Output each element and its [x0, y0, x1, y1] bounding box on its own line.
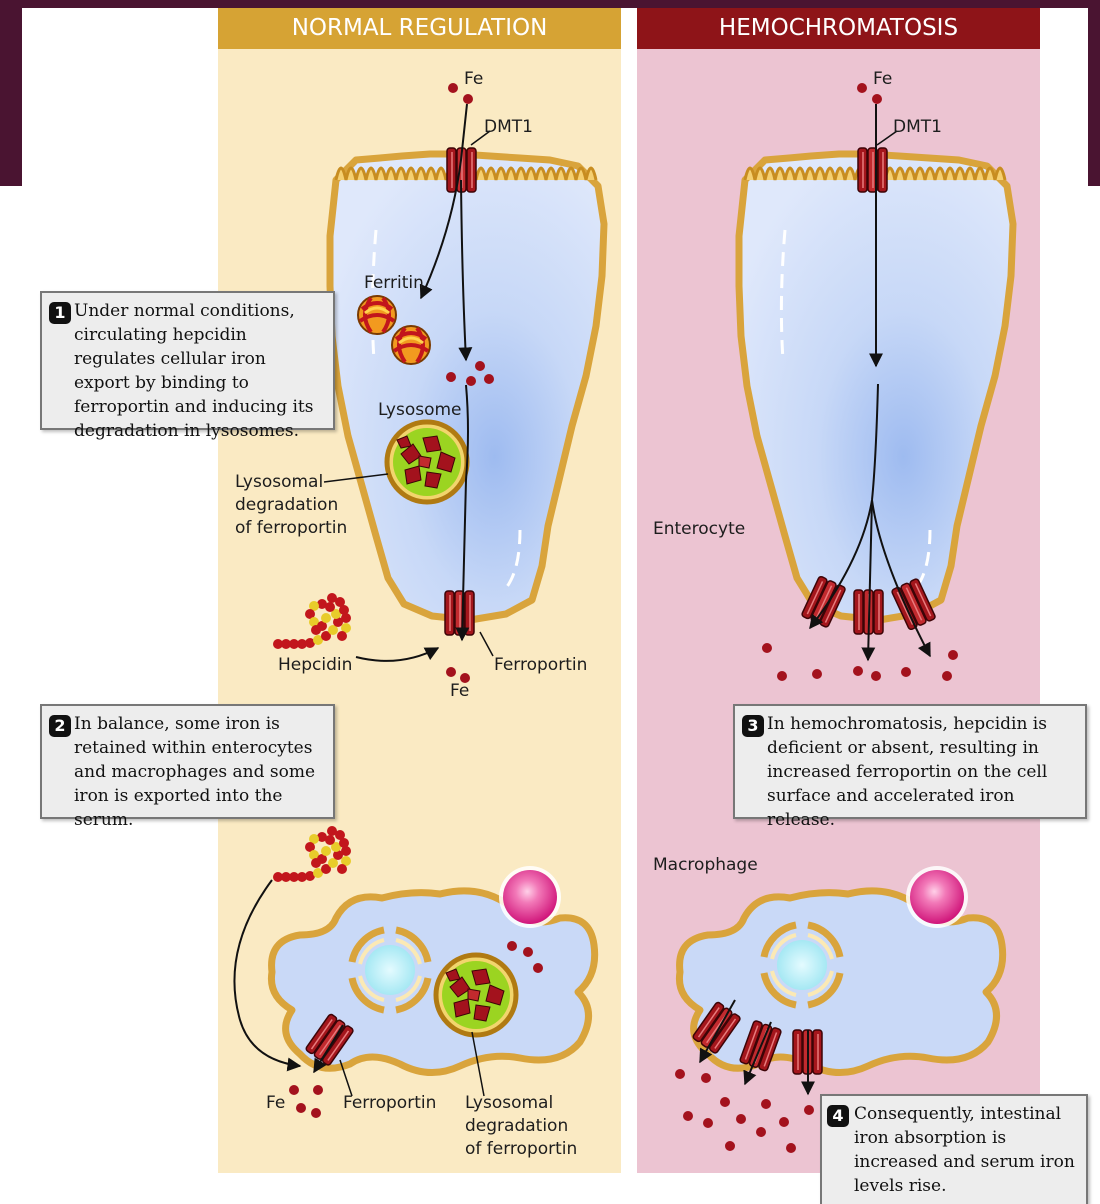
ferroportin-channel-enterocyte	[445, 591, 474, 635]
lysosomal-degradation-label-enterocyte: Lysosomal degradation of ferroportin	[235, 471, 347, 540]
ferroportin-label-macrophage: Ferroportin	[343, 1092, 436, 1115]
fe-dot-icon	[804, 1105, 814, 1115]
fe-dot-icon	[523, 947, 533, 957]
fe-label-top-normal: Fe	[464, 68, 483, 91]
fe-label-macrophage: Fe	[266, 1092, 285, 1115]
fe-dot-icon	[725, 1141, 735, 1151]
fe-dot-icon	[786, 1143, 796, 1153]
ferroportin-label-enterocyte: Ferroportin	[494, 654, 587, 677]
callout-number-2: 2	[49, 715, 71, 737]
fe-dot-icon	[703, 1118, 713, 1128]
fe-dot-icon	[311, 1108, 321, 1118]
fe-dot-icon	[761, 1099, 771, 1109]
fe-label-top-hemo: Fe	[873, 68, 892, 91]
fe-label-bottom-enterocyte: Fe	[450, 680, 469, 703]
lysosome-icon-enterocyte	[387, 422, 467, 502]
fe-dot-icon	[313, 1085, 323, 1095]
callout-3: 3 In hemochromatosis, hepcidin is defici…	[733, 704, 1087, 819]
fe-dot-icon	[871, 671, 881, 681]
fe-dot-icon	[853, 666, 863, 676]
callout-4: 4 Consequently, intestinal iron absorpti…	[820, 1094, 1088, 1204]
fe-dot-icon	[675, 1069, 685, 1079]
lysosomal-degradation-label-macrophage: Lysosomal degradation of ferroportin	[465, 1092, 577, 1161]
granule-icon-hemo	[906, 866, 968, 928]
callout-2: 2 In balance, some iron is retained with…	[40, 704, 335, 819]
hepcidin-icon-macrophage	[273, 826, 351, 882]
fe-dot-icon	[756, 1127, 766, 1137]
fe-dot-icon	[736, 1114, 746, 1124]
fe-dot-icon	[448, 83, 458, 93]
ferritin-label: Ferritin	[364, 272, 424, 295]
fe-dot-icon	[296, 1103, 306, 1113]
fe-dot-icon	[779, 1117, 789, 1127]
granule-icon-normal	[499, 866, 561, 928]
callout-number-3: 3	[742, 715, 764, 737]
fe-dot-icon	[446, 372, 456, 382]
callout-text-1: Under normal conditions, circulating hep…	[74, 299, 323, 443]
dmt1-channel-hemo	[858, 148, 887, 192]
fe-dot-icon	[901, 667, 911, 677]
fe-dot-icon	[948, 650, 958, 660]
callout-text-2: In balance, some iron is retained within…	[74, 712, 323, 832]
enterocyte-label: Enterocyte	[653, 518, 745, 541]
fe-dot-icon	[942, 671, 952, 681]
lysosome-icon-macrophage	[436, 955, 516, 1035]
lysosome-label: Lysosome	[378, 399, 462, 422]
fe-dot-icon	[720, 1097, 730, 1107]
fe-dot-icon	[533, 963, 543, 973]
fe-dot-icon	[446, 667, 456, 677]
fe-dot-icon	[762, 643, 772, 653]
callout-text-3: In hemochromatosis, hepcidin is deficien…	[767, 712, 1075, 832]
fe-dot-icon	[463, 94, 473, 104]
fe-dot-icon	[484, 374, 494, 384]
fe-dot-icon	[701, 1073, 711, 1083]
fe-dot-icon	[777, 671, 787, 681]
fe-dot-icon	[812, 669, 822, 679]
callout-number-4: 4	[827, 1105, 849, 1127]
callout-1: 1 Under normal conditions, circulating h…	[40, 291, 335, 430]
callout-number-1: 1	[49, 302, 71, 324]
ferritin-icon-2	[392, 326, 430, 364]
fe-dot-icon	[475, 361, 485, 371]
fe-dot-icon	[683, 1111, 693, 1121]
hepcidin-icon-enterocyte	[273, 593, 351, 649]
fe-dot-icon	[872, 94, 882, 104]
hepcidin-label: Hepcidin	[278, 654, 352, 677]
dmt1-label-hemo: DMT1	[893, 116, 942, 139]
fe-dot-icon	[289, 1085, 299, 1095]
callout-text-4: Consequently, intestinal iron absorption…	[854, 1102, 1076, 1198]
fe-dot-icon	[857, 83, 867, 93]
ferritin-icon-1	[358, 296, 396, 334]
macrophage-label: Macrophage	[653, 854, 758, 877]
fe-dot-icon	[507, 941, 517, 951]
fe-dot-icon	[466, 376, 476, 386]
dmt1-label-normal: DMT1	[484, 116, 533, 139]
